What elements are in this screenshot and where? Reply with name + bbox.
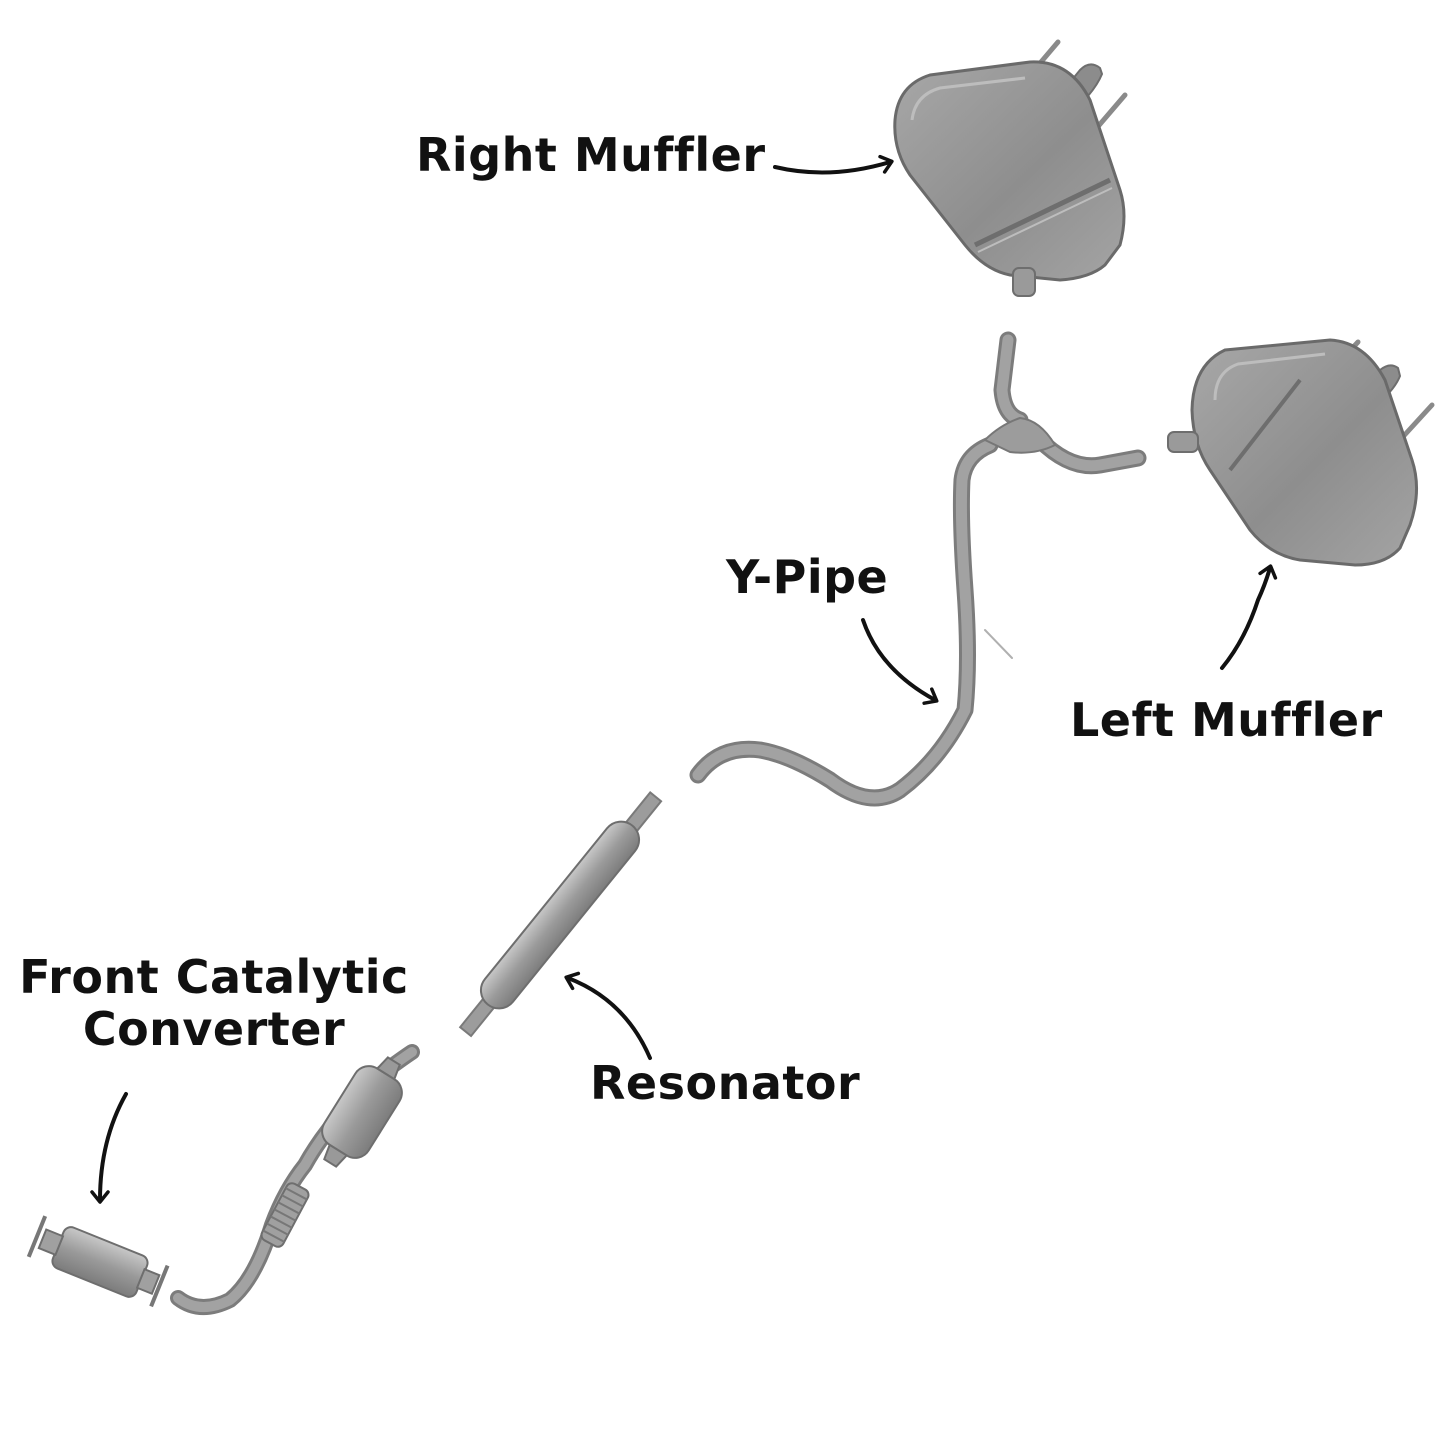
arrow-right-muffler	[773, 154, 894, 175]
arrow-front-cat	[90, 1092, 128, 1204]
flex-pipe	[260, 1182, 310, 1248]
label-resonator: Resonator	[590, 1056, 861, 1110]
label-left-muffler: Left Muffler	[1070, 693, 1383, 747]
arrow-resonator	[564, 971, 652, 1060]
label-front-cat-line1: Front Catalytic	[19, 950, 409, 1004]
arrow-left-muffler	[1220, 564, 1278, 670]
right-muffler	[893, 39, 1128, 297]
left-muffler	[1167, 338, 1435, 567]
label-front-cat-line2: Converter	[82, 1001, 346, 1056]
y-pipe	[689, 331, 1147, 807]
resonator	[458, 791, 663, 1038]
front-catalytic-converter	[26, 1215, 170, 1308]
arrow-y-pipe	[861, 618, 939, 705]
label-y-pipe: Y-Pipe	[726, 550, 889, 604]
rear-catalytic-converter	[321, 1056, 403, 1168]
label-front-catalytic-converter: Front Catalytic Converter	[14, 950, 414, 1056]
label-right-muffler: Right Muffler	[416, 128, 766, 182]
